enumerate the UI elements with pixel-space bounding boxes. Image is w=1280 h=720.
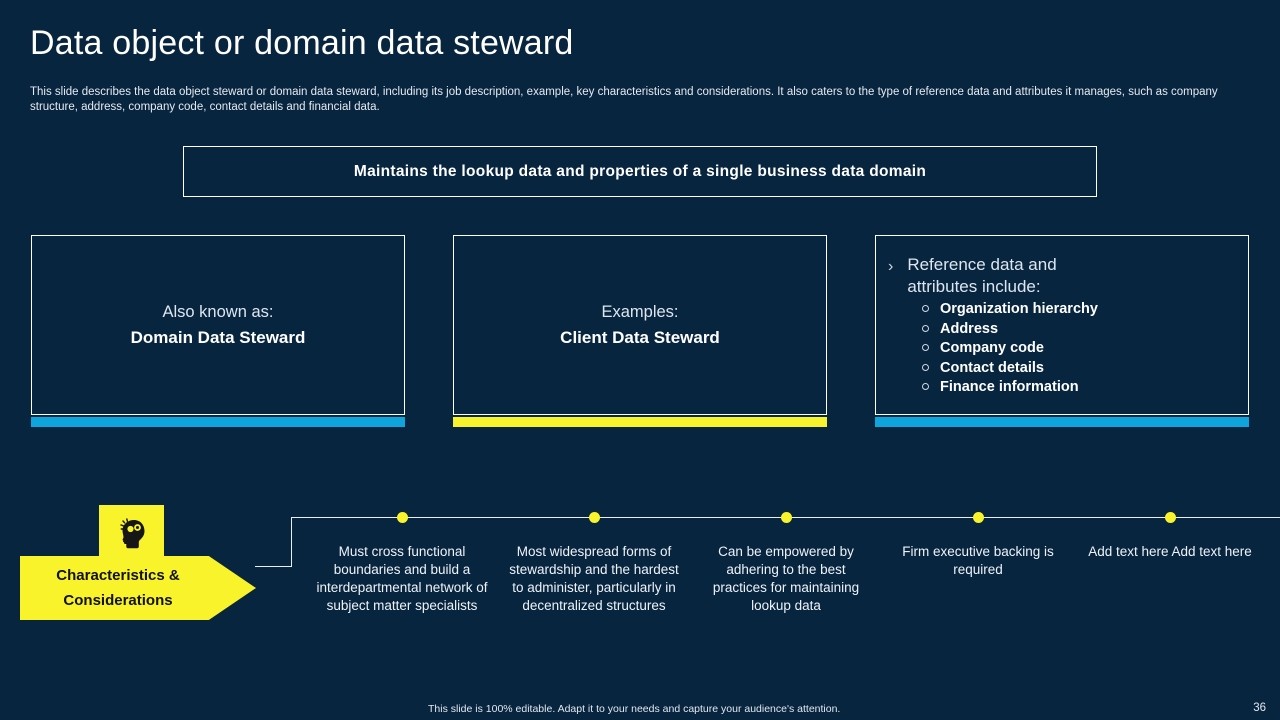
page-title: Data object or domain data steward <box>30 24 574 62</box>
circle-bullet-icon <box>922 344 929 351</box>
chevron-right-icon: › <box>888 258 894 275</box>
reference-data-list: › Reference data and attributes include:… <box>876 236 1248 398</box>
card-also-known-as-label: Also known as: <box>162 302 274 321</box>
card-also-known-as-value: Domain Data Steward <box>130 327 306 347</box>
list-item-label: Organization hierarchy <box>940 301 1098 317</box>
timeline-dot[interactable] <box>781 512 792 523</box>
list-item-label: Finance information <box>940 379 1079 395</box>
list-item-label: Contact details <box>940 359 1044 376</box>
timeline-item-text: Can be empowered by adhering to the best… <box>712 544 860 613</box>
timeline-dot[interactable] <box>589 512 600 523</box>
card-examples-value: Client Data Steward <box>560 327 720 347</box>
timeline-item-text: Firm executive backing is required <box>902 544 1054 577</box>
head-idea-icon-container <box>99 505 164 560</box>
timeline-item-text: Add text here Add text here <box>1088 544 1252 559</box>
circle-bullet-icon <box>922 305 929 312</box>
card-accent-bar-2 <box>453 417 827 427</box>
list-item[interactable]: Organization hierarchy <box>922 300 1248 320</box>
timeline-dot[interactable] <box>397 512 408 523</box>
characteristics-arrow-banner[interactable]: Characteristics & Considerations <box>20 556 256 620</box>
timeline-item-text: Most widespread forms of stewardship and… <box>509 544 679 613</box>
page-number: 36 <box>1253 702 1266 714</box>
list-item[interactable]: Contact details <box>922 359 1248 379</box>
head-idea-icon <box>119 517 144 548</box>
card-also-known-as-content: Also known as: Domain Data Steward <box>131 300 306 350</box>
timeline-dot[interactable] <box>973 512 984 523</box>
timeline-connector-vertical <box>291 517 292 567</box>
definition-banner: Maintains the lookup data and properties… <box>183 146 1097 197</box>
list-item[interactable]: Address <box>922 320 1248 340</box>
definition-banner-text: Maintains the lookup data and properties… <box>353 162 927 180</box>
reference-data-heading-row: › Reference data and attributes include: <box>888 254 1248 298</box>
footer-note: This slide is 100% editable. Adapt it to… <box>428 703 841 715</box>
characteristics-label-line1: Characteristics & <box>56 567 180 584</box>
timeline-connector-horizontal <box>255 566 292 567</box>
card-examples-label: Examples: <box>601 302 679 321</box>
card-examples[interactable]: Examples: Client Data Steward <box>453 235 827 415</box>
timeline-dot[interactable] <box>1165 512 1176 523</box>
card-also-known-as[interactable]: Also known as: Domain Data Steward <box>31 235 405 415</box>
card-reference-data[interactable]: › Reference data and attributes include:… <box>875 235 1249 415</box>
page-subtitle: This slide describes the data object ste… <box>30 86 1218 113</box>
characteristics-label-line2: Considerations <box>63 592 173 609</box>
characteristics-arrow-text: Characteristics & Considerations <box>20 563 216 613</box>
circle-bullet-icon <box>922 324 929 332</box>
circle-bullet-icon <box>922 383 929 390</box>
card-examples-content: Examples: Client Data Steward <box>560 300 720 350</box>
card-accent-bar-3 <box>875 417 1249 427</box>
list-item[interactable]: Finance information <box>922 378 1248 398</box>
timeline-item-text: Must cross functional boundaries and bui… <box>316 544 488 613</box>
reference-data-items: Organization hierarchy Address Company c… <box>888 300 1248 398</box>
list-item-label: Company code <box>940 340 1044 356</box>
list-item[interactable]: Company code <box>922 339 1248 359</box>
list-item-label: Address <box>940 320 999 337</box>
reference-data-heading: Reference data and attributes include: <box>907 255 1057 296</box>
card-accent-bar-1 <box>31 417 405 427</box>
circle-bullet-icon <box>922 363 929 371</box>
